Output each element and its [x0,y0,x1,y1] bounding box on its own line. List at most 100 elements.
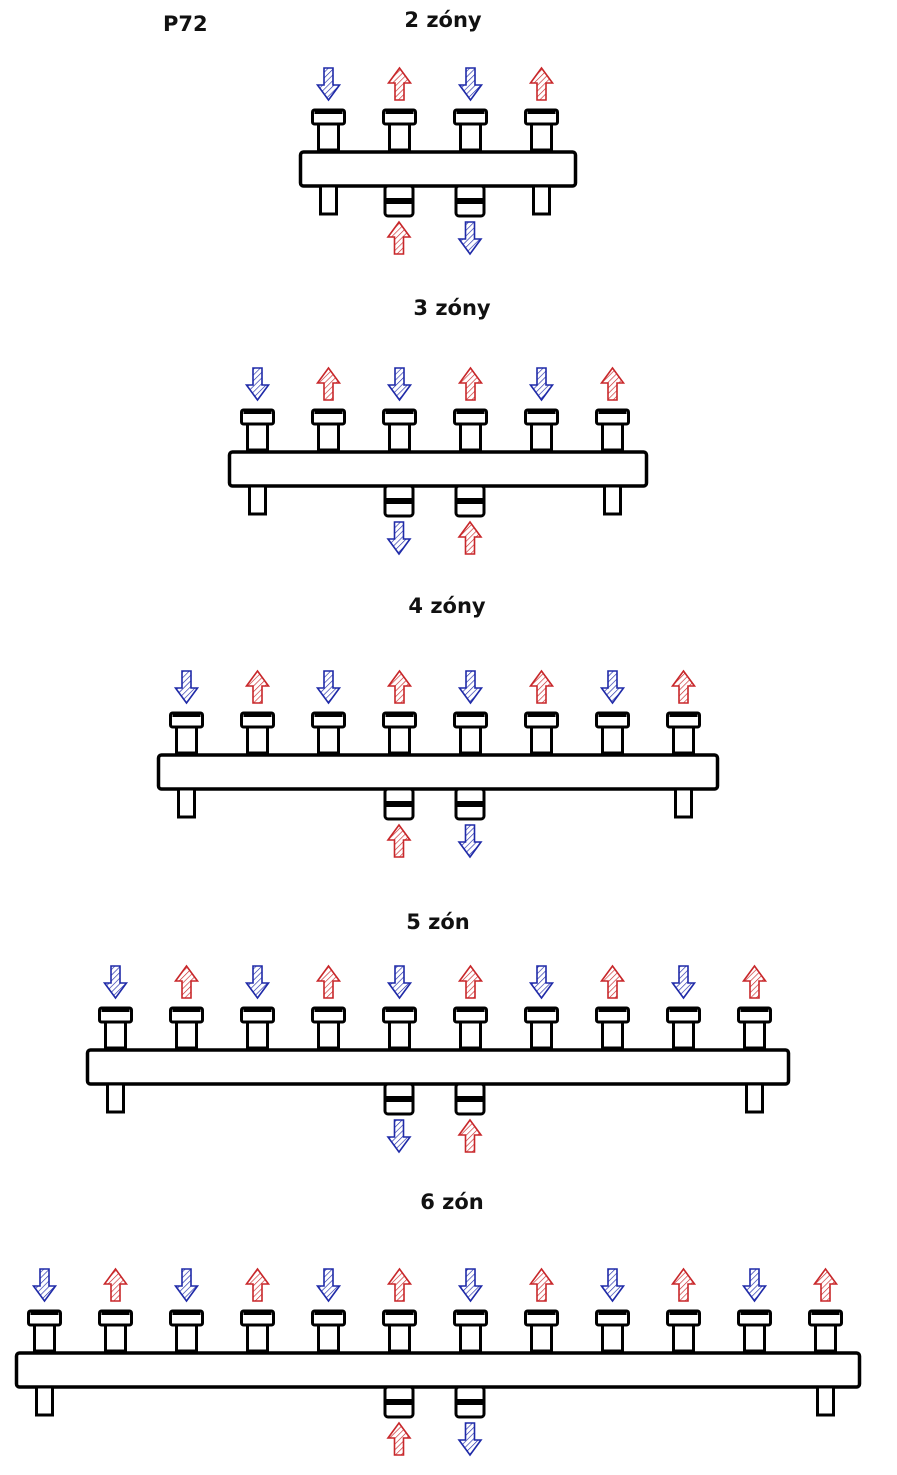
manifold-label-6-zones: 6 zón [420,1190,484,1214]
fitting-nut-band [740,1008,769,1012]
manifold-5-top-fitting [666,1006,701,1050]
fitting-nut-band [385,713,414,717]
manifold-5-hot-arrow [457,964,484,999]
manifold-5-top-fitting [595,1006,630,1050]
fitting-stem [601,725,624,755]
manifold-2-top-fitting [453,108,488,152]
fitting-nut-band [527,1008,556,1012]
fitting-stem [246,422,269,452]
fitting-stem [317,422,340,452]
manifold-label-5-zones: 5 zón [406,910,470,934]
manifold-3-left-foot [248,484,267,516]
manifold-6-cold-arrow [315,1268,342,1303]
manifold-5-bottom-port-left [383,1082,415,1116]
manifold-4-cold-arrow [457,670,484,705]
manifold-6-right-foot [816,1385,835,1417]
manifold-6-cold-arrow [457,1268,484,1303]
manifold-2-bottom-port-left [383,184,415,218]
fitting-stem [743,1323,766,1353]
port-band [457,498,483,504]
manifold-5-top-fitting [524,1006,559,1050]
manifold-4-bottom-left-hot-arrow [386,823,412,858]
manifold-3-cold-arrow [386,367,413,402]
fitting-nut-band [456,110,485,114]
manifold-6-hot-arrow [102,1267,129,1302]
fitting-nut-band [385,110,414,114]
manifold-3-right-foot [603,484,622,516]
fitting-stem [175,725,198,755]
manifold-2-cold-arrow [315,67,342,102]
fitting-nut-band [527,1311,556,1315]
manifold-4-bottom-right-cold-arrow [457,824,483,859]
fitting-stem [388,725,411,755]
fitting-nut-band [243,1311,272,1315]
manifold-6-top-fitting [240,1309,275,1353]
port-band [386,498,412,504]
model-code: P72 [163,12,208,36]
port-band [457,1096,483,1102]
manifold-5-top-fitting [382,1006,417,1050]
fitting-nut-band [101,1008,130,1012]
fitting-stem [530,1020,553,1050]
manifold-4-top-fitting [453,711,488,755]
fitting-nut-band [456,1008,485,1012]
fitting-stem [317,725,340,755]
manifold-2-top-fitting [382,108,417,152]
manifold-3-hot-arrow [599,366,626,401]
fitting-nut-band [30,1311,59,1315]
manifold-4-hot-arrow [244,669,271,704]
fitting-nut-band [598,410,627,414]
manifold-4-hot-arrow [386,669,413,704]
fitting-nut-band [314,410,343,414]
fitting-nut-band [385,410,414,414]
fitting-nut-band [243,1008,272,1012]
fitting-nut-band [314,1008,343,1012]
manifold-6-top-fitting [98,1309,133,1353]
fitting-stem [672,725,695,755]
fitting-stem [743,1020,766,1050]
port-band [386,198,412,204]
fitting-stem [33,1323,56,1353]
manifold-6-cold-arrow [31,1268,58,1303]
manifold-5-right-foot [745,1082,764,1114]
fitting-stem [672,1020,695,1050]
manifold-5-top-fitting [311,1006,346,1050]
fitting-nut-band [669,1008,698,1012]
manifold-5-bottom-left-cold-arrow [386,1119,412,1154]
manifold-6-top-fitting [169,1309,204,1353]
fitting-nut-band [598,1311,627,1315]
manifold-3-hot-arrow [457,366,484,401]
fitting-nut-band [385,1008,414,1012]
manifold-5-hot-arrow [315,964,342,999]
fitting-stem [601,1020,624,1050]
fitting-stem [672,1323,695,1353]
manifold-5-top-fitting [737,1006,772,1050]
manifold-6-cold-arrow [741,1268,768,1303]
manifold-5-top-fitting [98,1006,133,1050]
manifold-3-bottom-left-cold-arrow [386,521,412,556]
manifold-4-top-fitting [382,711,417,755]
fitting-stem [104,1020,127,1050]
fitting-stem [317,1020,340,1050]
manifold-5-cold-arrow [528,965,555,1000]
manifold-6-bottom-left-hot-arrow [386,1421,412,1456]
manifold-4-left-foot [177,787,196,819]
manifold-4-bottom-port-right [454,787,486,821]
fitting-nut-band [669,713,698,717]
manifold-2-cold-arrow [457,67,484,102]
manifold-6-hot-arrow [528,1267,555,1302]
manifold-5-bottom-right-hot-arrow [457,1118,483,1153]
manifold-6-top-fitting [808,1309,843,1353]
fitting-stem [459,422,482,452]
manifold-5-bottom-port-right [454,1082,486,1116]
port-band [386,1096,412,1102]
fitting-stem [530,422,553,452]
manifold-2-bottom-right-cold-arrow [457,221,483,256]
fitting-nut-band [527,410,556,414]
fitting-stem [175,1020,198,1050]
fitting-nut-band [456,1311,485,1315]
manifold-6-top-fitting [737,1309,772,1353]
manifold-4-top-fitting [666,711,701,755]
manifold-6-bottom-right-cold-arrow [457,1422,483,1457]
